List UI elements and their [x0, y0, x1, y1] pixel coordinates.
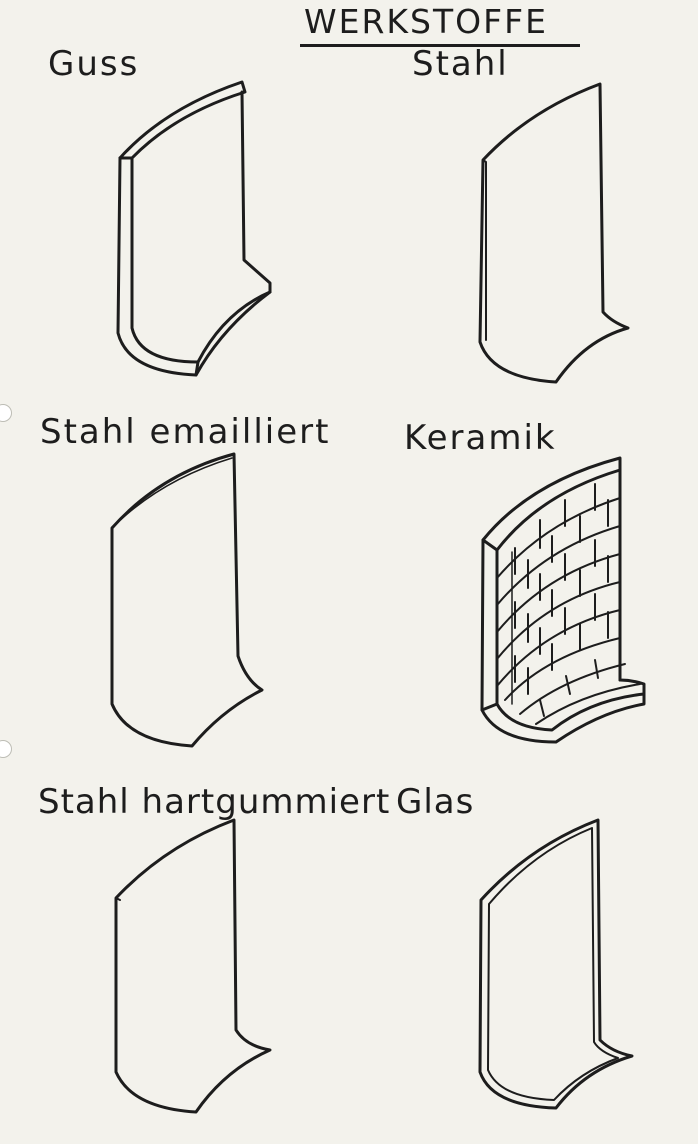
title-underline: [300, 44, 580, 47]
stahl-wall-shape: [478, 82, 630, 384]
guss-wall-shape: [116, 80, 272, 377]
label-stahl-hartgummiert: Stahl hartgummiert: [38, 782, 391, 822]
glas-wall-shape: [478, 818, 634, 1110]
label-stahl-emailliert: Stahl emailliert: [40, 412, 331, 452]
label-stahl: Stahl: [412, 44, 509, 84]
label-keramik: Keramik: [404, 418, 557, 458]
stahl-emailliert-wall-shape: [110, 452, 264, 748]
stahl-hartgummiert-wall-shape: [114, 818, 272, 1114]
page-title: WERKSTOFFE: [304, 2, 548, 41]
label-glas: Glas: [396, 782, 475, 822]
keramik-wall-shape: [480, 456, 646, 744]
label-guss: Guss: [48, 44, 140, 84]
